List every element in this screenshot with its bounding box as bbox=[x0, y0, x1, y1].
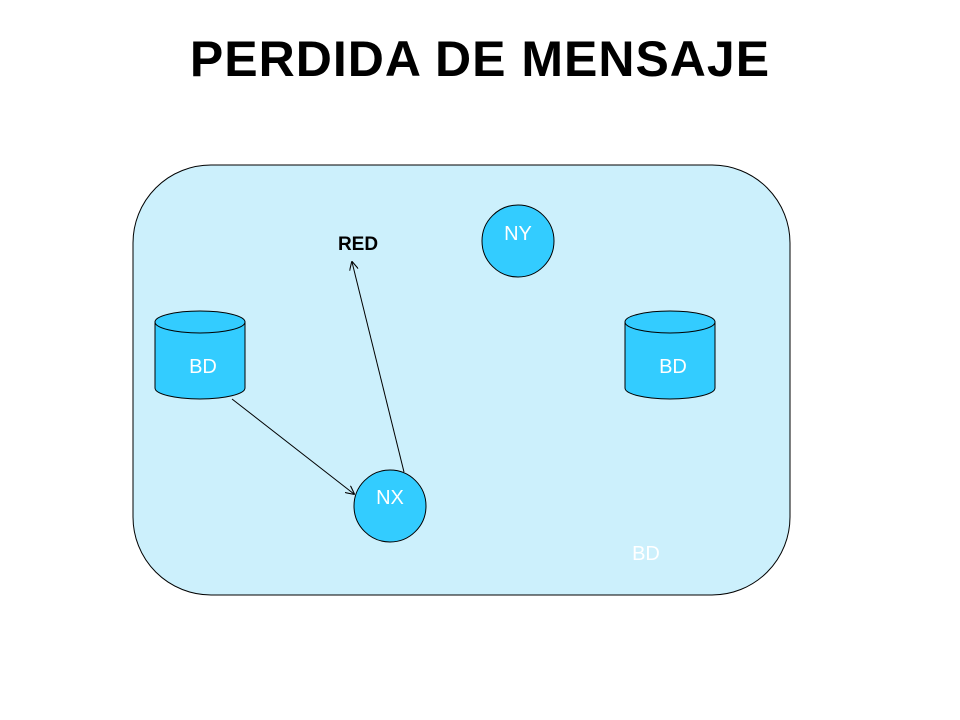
network-area bbox=[132, 164, 791, 596]
network-label: RED bbox=[338, 234, 378, 255]
page-title: PERDIDA DE MENSAJE bbox=[189, 31, 771, 87]
node-nx-label: NX bbox=[376, 487, 404, 509]
node-ny-label: NY bbox=[504, 223, 532, 245]
database-lower-right-label: BD bbox=[632, 543, 660, 565]
database-right: BD bbox=[624, 310, 716, 400]
database-left: BD bbox=[154, 310, 246, 400]
node-ny: NY bbox=[481, 204, 555, 278]
arrow-nx-to-red bbox=[352, 262, 405, 473]
node-nx: NX bbox=[353, 469, 427, 543]
arrow-db-to-nx bbox=[231, 398, 354, 494]
database-left-label: BD bbox=[189, 356, 217, 378]
database-right-label: BD bbox=[659, 356, 687, 378]
